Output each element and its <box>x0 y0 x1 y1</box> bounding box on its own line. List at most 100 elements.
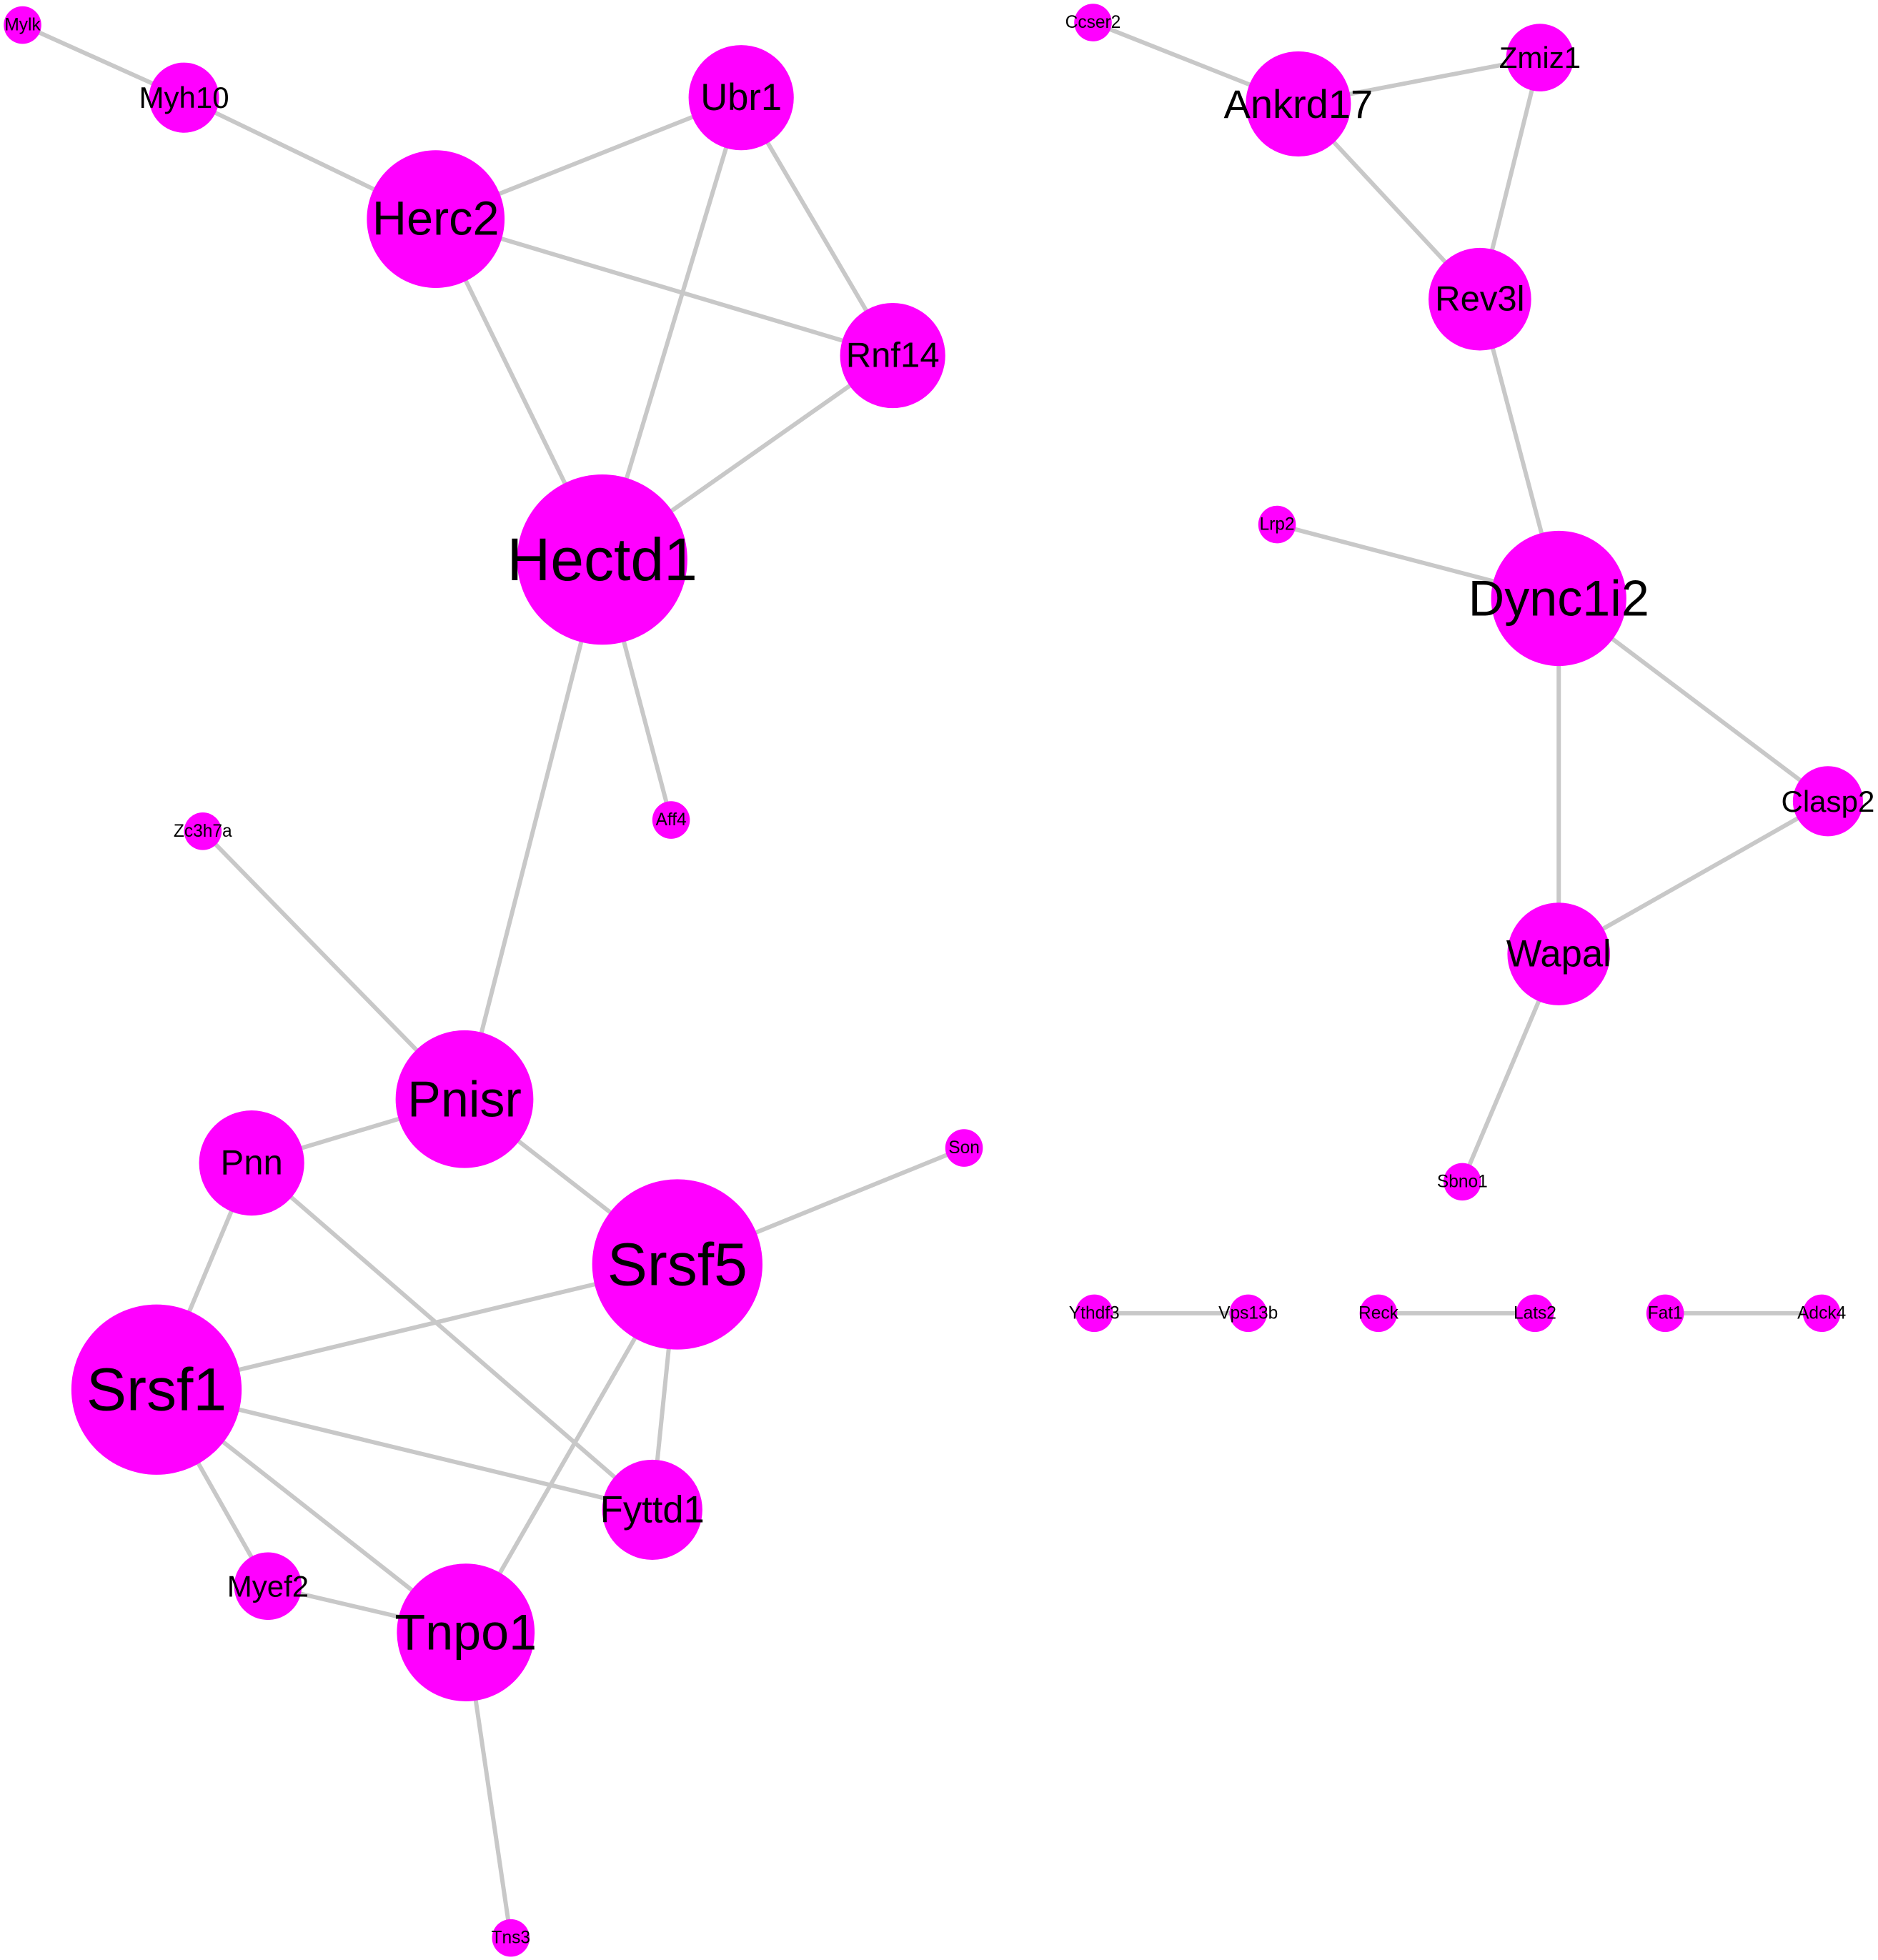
node-circle <box>1359 1294 1398 1333</box>
node-circle <box>1516 1294 1554 1333</box>
edge-herc2-rnf14 <box>434 217 894 358</box>
node-fyttd1[interactable]: Fyttd1 <box>600 1459 705 1560</box>
node-circle <box>840 302 945 409</box>
node-dync1i2[interactable]: Dync1i2 <box>1469 530 1649 667</box>
node-ythdf3[interactable]: Ythdf3 <box>1069 1294 1120 1333</box>
node-adck4[interactable]: Adck4 <box>1797 1294 1846 1333</box>
node-circle <box>1506 24 1574 91</box>
node-son[interactable]: Son <box>945 1129 983 1167</box>
node-circle <box>1246 51 1351 156</box>
node-label: Myh10 <box>139 81 229 114</box>
node-tnpo1[interactable]: Tnpo1 <box>394 1563 537 1701</box>
node-vps13b[interactable]: Vps13b <box>1218 1294 1278 1333</box>
node-circle <box>652 801 690 839</box>
node-circle <box>1075 1294 1113 1333</box>
node-label: Ubr1 <box>700 76 782 119</box>
node-ccser2[interactable]: Ccser2 <box>1065 4 1121 41</box>
node-circle <box>1646 1294 1684 1333</box>
node-circle <box>4 6 41 44</box>
node-circle <box>199 1110 304 1216</box>
node-label: Adck4 <box>1797 1303 1846 1323</box>
node-rev3l[interactable]: Rev3l <box>1429 247 1531 351</box>
node-circle <box>149 62 219 133</box>
node-pnn[interactable]: Pnn <box>199 1110 304 1216</box>
node-ubr1[interactable]: Ubr1 <box>688 45 794 151</box>
node-herc2[interactable]: Herc2 <box>367 150 505 288</box>
node-circle <box>602 1459 702 1560</box>
node-label: Pnn <box>221 1144 283 1183</box>
node-label: Rev3l <box>1435 280 1524 319</box>
node-fat1[interactable]: Fat1 <box>1646 1294 1684 1333</box>
node-label: Hectd1 <box>507 526 697 593</box>
node-circle <box>1802 1294 1841 1333</box>
node-label: Zmiz1 <box>1499 41 1581 74</box>
node-circle <box>517 474 687 645</box>
node-label: Reck <box>1358 1303 1399 1323</box>
node-label: Wapal <box>1506 933 1611 975</box>
node-label: Vps13b <box>1218 1303 1278 1323</box>
node-circle <box>184 812 222 850</box>
node-circle <box>1491 530 1626 667</box>
node-label: Sbno1 <box>1437 1172 1488 1191</box>
node-circle <box>945 1129 983 1167</box>
node-sbno1[interactable]: Sbno1 <box>1437 1163 1488 1201</box>
node-label: Rnf14 <box>846 337 940 375</box>
node-circle <box>1792 766 1863 837</box>
node-label: Mylk <box>4 16 41 35</box>
node-srsf1[interactable]: Srsf1 <box>71 1304 242 1475</box>
node-aff4[interactable]: Aff4 <box>652 801 690 839</box>
node-tns3[interactable]: Tns3 <box>492 1919 531 1957</box>
node-circle <box>395 1030 534 1168</box>
node-label: Herc2 <box>372 193 500 246</box>
node-circle <box>1229 1294 1268 1333</box>
edge-clasp2-wapal <box>1557 799 1829 956</box>
node-ankrd17[interactable]: Ankrd17 <box>1223 51 1373 156</box>
node-label: Lrp2 <box>1260 515 1295 534</box>
node-label: Srsf1 <box>86 1356 227 1423</box>
node-circle <box>71 1304 242 1475</box>
node-label: Aff4 <box>655 810 686 830</box>
node-circle <box>492 1919 530 1957</box>
node-wapal[interactable]: Wapal <box>1506 902 1611 1005</box>
node-myh10[interactable]: Myh10 <box>139 62 229 133</box>
node-label: Ankrd17 <box>1223 81 1373 126</box>
node-zmiz1[interactable]: Zmiz1 <box>1499 24 1581 91</box>
node-lats2[interactable]: Lats2 <box>1514 1294 1556 1333</box>
node-pnisr[interactable]: Pnisr <box>395 1030 534 1168</box>
node-label: Pnisr <box>407 1071 522 1127</box>
node-circle <box>367 150 505 288</box>
node-label: Son <box>948 1138 980 1158</box>
node-zc3h7a[interactable]: Zc3h7a <box>174 812 232 850</box>
node-srsf5[interactable]: Srsf5 <box>592 1179 762 1350</box>
edge-srsf5-srsf1 <box>156 1262 678 1392</box>
node-rnf14[interactable]: Rnf14 <box>840 302 945 409</box>
node-label: Myef2 <box>227 1569 309 1603</box>
node-circle <box>234 1552 302 1621</box>
node-label: Fyttd1 <box>600 1488 705 1531</box>
node-clasp2[interactable]: Clasp2 <box>1781 766 1874 837</box>
node-label: Ccser2 <box>1065 13 1121 32</box>
node-label: Lats2 <box>1514 1303 1556 1323</box>
node-lrp2[interactable]: Lrp2 <box>1258 505 1296 544</box>
node-circle <box>397 1563 535 1701</box>
edge-hectd1-pnisr <box>462 559 605 1100</box>
node-circle <box>1258 505 1296 544</box>
node-label: Fat1 <box>1648 1303 1683 1323</box>
node-circle <box>688 45 794 151</box>
node-circle <box>1507 902 1611 1005</box>
node-label: Zc3h7a <box>174 822 232 841</box>
node-myef2[interactable]: Myef2 <box>227 1552 309 1621</box>
node-circle <box>592 1179 762 1350</box>
node-reck[interactable]: Reck <box>1358 1294 1399 1333</box>
node-label: Ythdf3 <box>1069 1303 1120 1323</box>
node-circle <box>1444 1163 1481 1201</box>
node-label: Tnpo1 <box>394 1605 537 1661</box>
node-circle <box>1074 4 1112 41</box>
node-label: Dync1i2 <box>1469 570 1649 626</box>
node-mylk[interactable]: Mylk <box>4 6 41 44</box>
edge-pnn-fyttd1 <box>250 1161 654 1512</box>
node-label: Srsf5 <box>607 1231 747 1298</box>
node-hectd1[interactable]: Hectd1 <box>507 474 697 645</box>
